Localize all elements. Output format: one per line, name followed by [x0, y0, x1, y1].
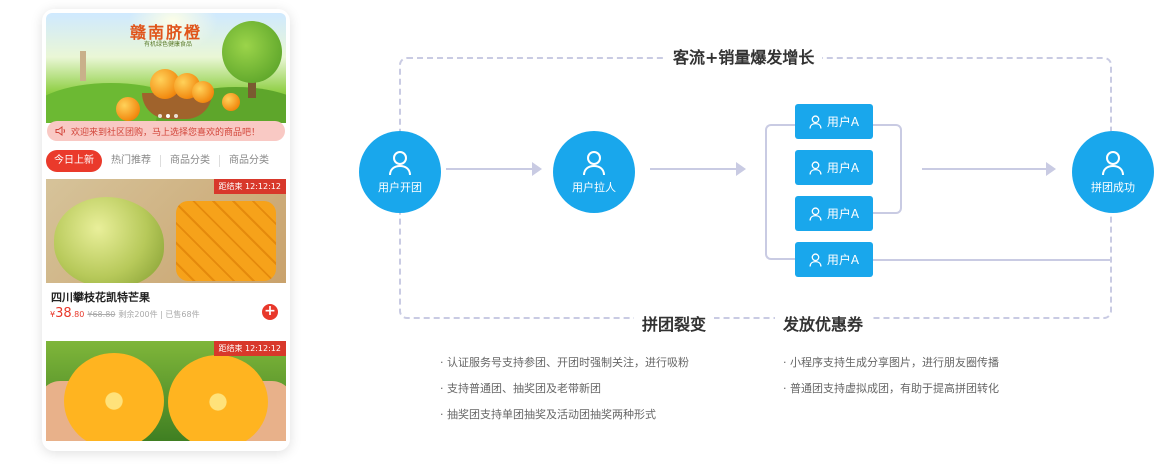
left-bracket — [765, 124, 797, 260]
banner-title: 赣南脐橙 — [130, 23, 203, 42]
arrow-line — [650, 168, 738, 170]
banner-subtitle: 有机绿色健康食品 — [144, 41, 193, 48]
add-to-cart-icon[interactable]: + — [262, 304, 278, 320]
coupon-heading: 发放优惠券 — [775, 311, 872, 335]
arrow-line — [922, 168, 1048, 170]
user-icon — [809, 160, 822, 175]
orange-half — [168, 355, 268, 441]
arrow-head — [736, 162, 746, 176]
user-icon — [809, 252, 822, 267]
right-bracket — [872, 124, 902, 214]
tab-hot[interactable]: 热门推荐 — [111, 155, 151, 166]
countdown-badge: 距结束 12:12:12 — [213, 179, 286, 194]
user-icon — [809, 114, 822, 129]
user-a-box: 用户A — [795, 242, 873, 277]
phone-mockup: 赣南脐橙 有机绿色健康食品 欢迎来到社区团购，马上选择您喜欢的商品吧！ 今日上新… — [42, 9, 290, 451]
feature-bullet: · 抽奖团支持单团抽奖及活动团抽奖两种形式 — [440, 408, 656, 421]
current-price: ¥38.80 — [50, 306, 84, 321]
node-label: 拼团成功 — [1091, 180, 1135, 194]
node-start-group: 用户开团 — [359, 131, 441, 213]
user-a-box: 用户A — [795, 150, 873, 185]
tree-illustration — [222, 21, 282, 83]
user-a-box: 用户A — [795, 196, 873, 231]
product-image-mango[interactable]: 距结束 12:12:12 — [46, 179, 286, 283]
banner-image[interactable]: 赣南脐橙 有机绿色健康食品 — [46, 13, 286, 123]
orange-half — [64, 353, 164, 441]
stock-info: 剩余200件 | 已售68件 — [118, 310, 200, 319]
feature-bullet: · 认证服务号支持参团、开团时强制关注，进行吸粉 — [440, 356, 689, 369]
user-a-box: 用户A — [795, 104, 873, 139]
user-icon — [389, 150, 411, 175]
notice-text: 欢迎来到社区团购，马上选择您喜欢的商品吧！ — [71, 127, 261, 138]
carousel-dot-active[interactable] — [166, 114, 170, 118]
tab-divider — [219, 155, 220, 167]
feature-bullet: · 小程序支持生成分享图片，进行朋友圈传播 — [783, 356, 999, 369]
mango-cut — [176, 201, 276, 281]
fission-heading: 拼团裂变 — [634, 311, 715, 335]
user-icon — [583, 150, 605, 175]
carousel-dot[interactable] — [174, 114, 178, 118]
user-icon — [1102, 150, 1124, 175]
notice-bar: 欢迎来到社区团购，马上选择您喜欢的商品吧！ — [47, 121, 285, 141]
category-tabs: 今日上新 热门推荐 商品分类 商品分类 — [42, 150, 290, 172]
node-success: 拼团成功 — [1072, 131, 1154, 213]
windmill-icon — [80, 51, 86, 81]
price-integer: 38 — [55, 306, 72, 321]
arrow-head — [1046, 162, 1056, 176]
orange-fruit — [222, 93, 240, 111]
user-a-label: 用户A — [826, 207, 860, 221]
speaker-icon — [55, 126, 65, 136]
top-heading: 客流+销量爆发增长 — [665, 44, 823, 68]
mango-fruit — [54, 197, 164, 283]
node-label: 用户拉人 — [572, 180, 616, 194]
arrow-line — [446, 168, 534, 170]
node-invite: 用户拉人 — [553, 131, 635, 213]
price-decimal: .80 — [71, 310, 85, 319]
user-a-label: 用户A — [826, 115, 860, 129]
original-price: ¥68.80 — [87, 310, 116, 319]
tab-today-new[interactable]: 今日上新 — [46, 150, 102, 172]
product-name[interactable]: 四川攀枝花凯特芒果 — [51, 291, 150, 304]
node-label: 用户开团 — [378, 180, 422, 194]
feature-bullet: · 支持普通团、抽奖团及老带新团 — [440, 382, 601, 395]
tab-divider — [160, 155, 161, 167]
user-a-label: 用户A — [826, 253, 860, 267]
carousel-dot[interactable] — [158, 114, 162, 118]
user-icon — [809, 206, 822, 221]
tab-category[interactable]: 商品分类 — [170, 155, 210, 166]
growth-frame — [399, 57, 1112, 319]
user-a-label: 用户A — [826, 161, 860, 175]
countdown-badge: 距结束 12:12:12 — [213, 341, 286, 356]
currency-symbol: ¥ — [50, 310, 56, 319]
orange-fruit — [192, 81, 214, 103]
tab-category-2[interactable]: 商品分类 — [229, 155, 269, 166]
orange-fruit — [116, 97, 140, 121]
feature-bullet: · 普通团支持虚拟成团，有助于提高拼团转化 — [783, 382, 999, 395]
product-image-orange[interactable]: 距结束 12:12:12 — [46, 341, 286, 441]
connector-line — [872, 259, 1112, 261]
price-row: ¥38.80 ¥68.80 剩余200件 | 已售68件 — [50, 306, 200, 321]
arrow-head — [532, 162, 542, 176]
